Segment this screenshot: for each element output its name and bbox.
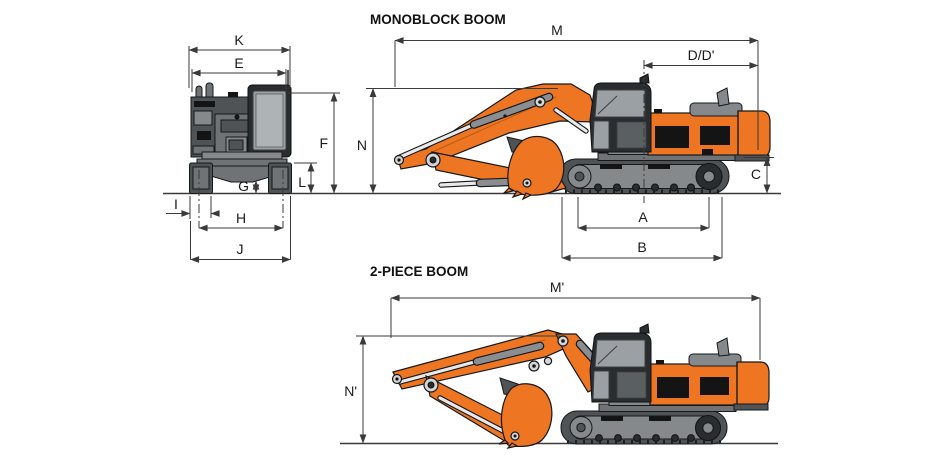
dim-label-B: B <box>637 239 646 255</box>
dim-label-C: C <box>751 166 761 182</box>
dim-label-K: K <box>234 32 244 48</box>
dim-label-M: M <box>551 22 563 38</box>
dim-label-E: E <box>234 55 243 71</box>
dim-label-N2: N' <box>344 383 357 399</box>
dim-label-N: N <box>357 137 367 153</box>
dim-label-H: H <box>236 210 246 226</box>
dim-label-G: G <box>238 178 249 194</box>
rear-view-dimensions: K E F L G I H J <box>166 32 340 263</box>
dim-label-J: J <box>237 241 244 257</box>
rear-view-machine <box>189 70 292 194</box>
dim-label-M2: M' <box>550 279 564 295</box>
monoblock-dimensions: MONOBLOCK BOOM M D/D' N C A B <box>357 12 774 262</box>
monoblock-machine <box>393 73 771 201</box>
two-piece-dimensions: 2-PIECE BOOM M' N' <box>344 264 761 444</box>
dim-label-I: I <box>174 196 178 212</box>
two-piece-title: 2-PIECE BOOM <box>370 264 468 279</box>
dim-label-L: L <box>298 174 306 190</box>
dim-label-A: A <box>638 209 648 225</box>
dim-label-F: F <box>319 135 328 151</box>
two-piece-machine <box>391 323 770 449</box>
dim-label-DD: D/D' <box>688 47 715 63</box>
monoblock-title: MONOBLOCK BOOM <box>370 12 506 27</box>
